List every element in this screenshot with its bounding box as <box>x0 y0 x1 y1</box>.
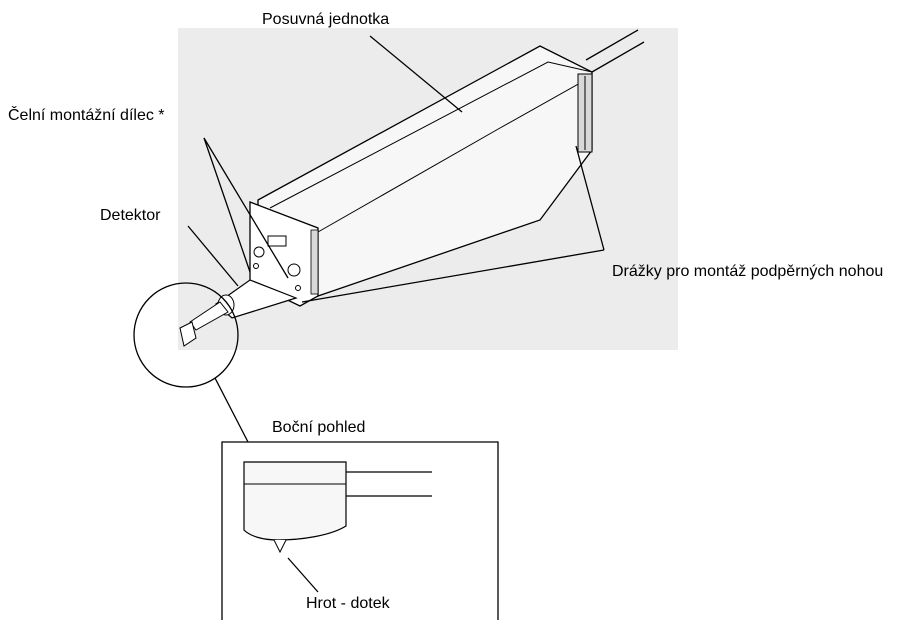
leader-lines <box>187 35 605 593</box>
label-detector: Detektor <box>100 207 161 224</box>
label-sliding-unit: Posuvná jednotka <box>262 11 390 28</box>
magnifier-link-line <box>214 377 249 443</box>
front-hole-right <box>295 285 301 291</box>
leader-front-mount-b <box>203 137 289 279</box>
stylus-arm <box>189 301 229 331</box>
leader-front-mount-a <box>203 137 251 273</box>
side-view-stylus-tip <box>273 539 287 554</box>
cable <box>585 29 645 73</box>
label-grooves: Drážky pro montáž podpěrných nohou <box>612 263 884 280</box>
leader-detector <box>187 225 239 287</box>
label-front-mount: Čelní montážní dílec * <box>8 107 165 124</box>
leader-sliding-unit <box>369 35 463 113</box>
front-hole-left <box>253 263 259 269</box>
label-stylus: Hrot - dotek <box>306 595 390 612</box>
side-view-housing <box>243 461 347 541</box>
front-screw-left <box>253 246 265 258</box>
leader-stylus <box>287 557 319 593</box>
label-side-view: Boční pohled <box>272 419 366 436</box>
leader-grooves-a <box>301 249 605 303</box>
front-face-groove <box>310 229 319 295</box>
leader-grooves-b <box>575 145 605 251</box>
front-slot <box>267 235 287 247</box>
side-view-box <box>221 441 499 620</box>
front-screw-right <box>287 263 301 277</box>
body-top-edge <box>269 61 593 209</box>
magnifier-circle <box>133 282 239 388</box>
stylus-tip <box>179 321 197 347</box>
